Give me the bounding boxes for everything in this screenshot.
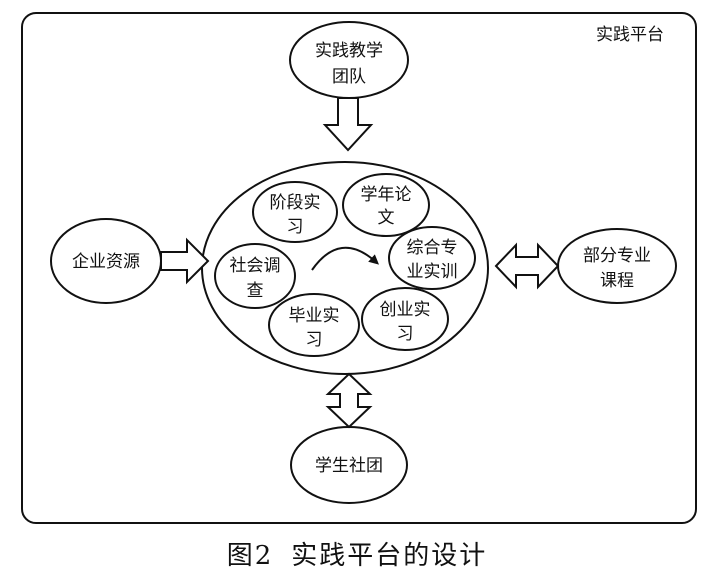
node-student-club: 学生社团 xyxy=(290,426,408,504)
double-arrow-horizontal-icon xyxy=(494,242,560,290)
annual-thesis-label-line2: 文 xyxy=(378,208,395,228)
enterprise-label: 企业资源 xyxy=(72,252,140,272)
teaching-team-label-line2: 团队 xyxy=(332,67,366,87)
figure-title: 实践平台的设计 xyxy=(291,541,488,571)
platform-label: 实践平台 xyxy=(596,25,664,45)
arrow-down-icon xyxy=(322,97,374,152)
social-survey-label-line2: 查 xyxy=(247,281,264,301)
stage-internship-label-line1: 阶段实 xyxy=(270,193,321,213)
partial-course-label-line2: 课程 xyxy=(600,271,634,291)
node-teaching-team: 实践教学 团队 xyxy=(289,21,409,99)
comprehensive-training-label-line2: 业实训 xyxy=(407,262,458,282)
figure-caption: 图2 实践平台的设计 xyxy=(0,535,714,572)
node-startup-practice: 创业实 习 xyxy=(361,287,449,351)
student-club-label: 学生社团 xyxy=(315,456,383,476)
double-arrow-vertical-icon xyxy=(325,372,373,429)
arrow-right-icon xyxy=(160,237,210,285)
figure-number: 图2 xyxy=(226,541,274,571)
node-comprehensive-training: 综合专 业实训 xyxy=(388,226,476,290)
node-social-survey: 社会调 查 xyxy=(214,243,296,309)
teaching-team-label-line1: 实践教学 xyxy=(315,41,383,61)
annual-thesis-label-line1: 学年论 xyxy=(361,185,412,205)
practice-platform-diagram: 实践平台 实践教学 团队 企业资源 部分专业 课程 学生社团 阶段实 习 学年论 xyxy=(21,12,697,524)
graduation-internship-label-line2: 习 xyxy=(306,330,323,350)
graduation-internship-label-line1: 毕业实 xyxy=(289,306,340,326)
stage-internship-label-line2: 习 xyxy=(287,217,304,237)
social-survey-label-line1: 社会调 xyxy=(230,256,281,276)
curved-arrow-icon xyxy=(311,246,379,271)
node-annual-thesis: 学年论 文 xyxy=(342,173,430,237)
node-partial-course: 部分专业 课程 xyxy=(557,228,677,304)
partial-course-label-line1: 部分专业 xyxy=(583,246,651,266)
node-graduation-internship: 毕业实 习 xyxy=(268,293,360,357)
startup-practice-label-line2: 习 xyxy=(397,324,414,344)
node-stage-internship: 阶段实 习 xyxy=(252,181,338,243)
comprehensive-training-label-line1: 综合专 xyxy=(407,238,458,258)
startup-practice-label-line1: 创业实 xyxy=(380,300,431,320)
node-enterprise-resources: 企业资源 xyxy=(50,218,162,304)
platform-frame xyxy=(21,12,697,524)
